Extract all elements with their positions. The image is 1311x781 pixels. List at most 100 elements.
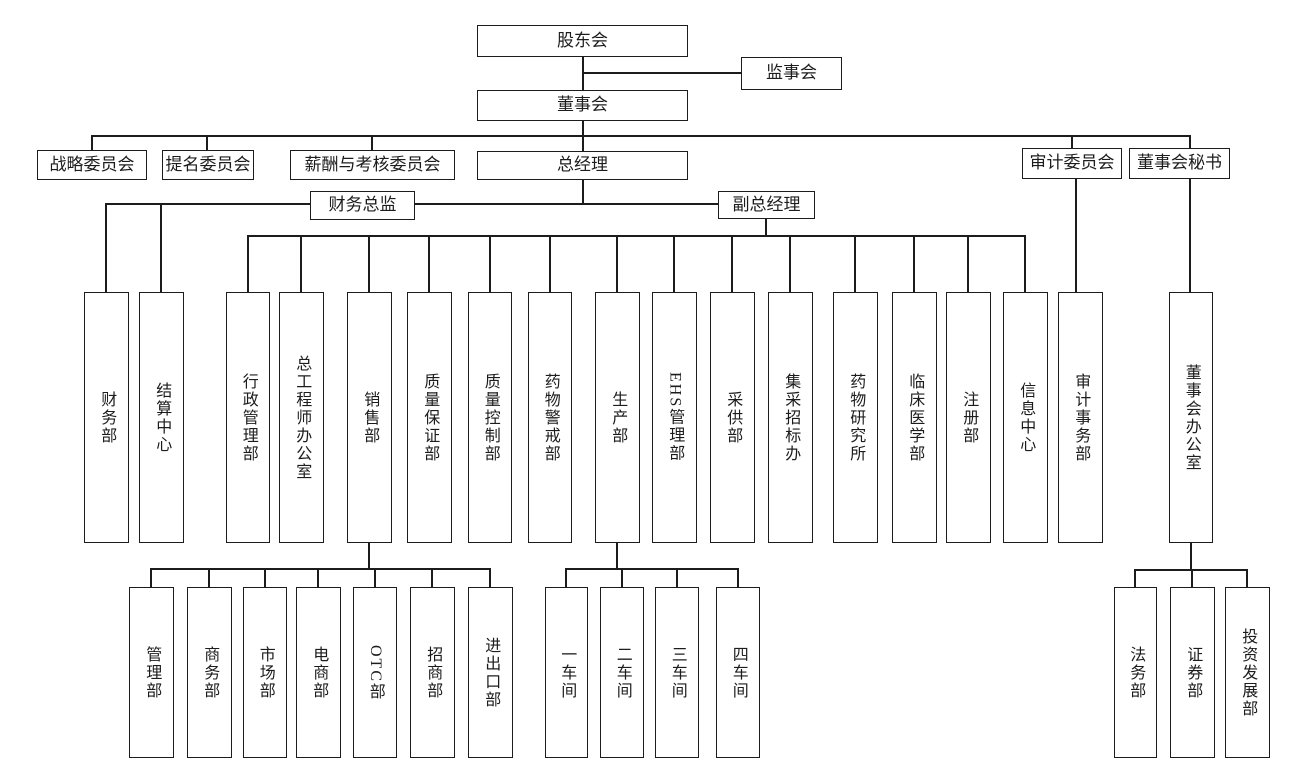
connector xyxy=(731,235,733,292)
org-node-label: 药物警戒部 xyxy=(541,372,559,463)
connector xyxy=(621,568,623,587)
connector xyxy=(583,72,741,74)
org-node-label: 总工程师办公室 xyxy=(293,354,311,481)
org-node-commerce-dept: 商务部 xyxy=(187,587,232,758)
org-node-label: 集采招标办 xyxy=(782,372,800,463)
connector xyxy=(247,235,249,292)
connector xyxy=(549,235,551,292)
org-node-production-dept: 生产部 xyxy=(595,292,640,543)
org-node-label: 临床医学部 xyxy=(906,372,924,463)
connector xyxy=(92,135,1190,137)
org-node-label: 财务总监 xyxy=(328,195,397,215)
org-node-label: 一车间 xyxy=(558,645,576,700)
org-node-label: 监事会 xyxy=(766,63,817,83)
org-node-label: 董事会办公室 xyxy=(1182,363,1200,472)
connector xyxy=(1189,178,1191,292)
org-node-information-center: 信息中心 xyxy=(1003,292,1048,543)
connector xyxy=(431,568,433,587)
org-node-workshop-1: 一车间 xyxy=(545,587,588,758)
connector xyxy=(737,568,739,587)
org-node-shareholders: 股东会 xyxy=(477,25,688,57)
org-node-qc-dept: 质量控制部 xyxy=(468,292,512,543)
org-node-label: 采供部 xyxy=(724,390,742,445)
org-node-label: 财务部 xyxy=(98,390,116,445)
connector xyxy=(967,235,969,292)
org-node-deputy-gm: 副总经理 xyxy=(718,191,815,219)
org-node-label: 审计委员会 xyxy=(1029,153,1115,173)
org-node-sales-dept: 销售部 xyxy=(347,292,392,543)
org-node-label: 战略委员会 xyxy=(49,154,135,174)
connector xyxy=(566,568,738,570)
org-node-workshop-2: 二车间 xyxy=(600,587,644,758)
org-node-label: OTC部 xyxy=(366,644,384,701)
connector xyxy=(616,235,618,292)
org-node-legal-dept: 法务部 xyxy=(1114,587,1157,758)
org-node-label: 注册部 xyxy=(960,390,978,445)
org-node-label: 商务部 xyxy=(201,645,219,700)
org-node-settlement-center: 结算中心 xyxy=(139,292,184,543)
connector xyxy=(489,568,491,587)
org-node-label: 三车间 xyxy=(668,645,686,700)
org-node-label: 结算中心 xyxy=(153,381,171,454)
org-node-workshop-3: 三车间 xyxy=(655,587,699,758)
connector xyxy=(765,219,767,236)
connector xyxy=(673,235,675,292)
org-node-label: 股东会 xyxy=(557,30,608,50)
connector xyxy=(582,180,584,204)
connector xyxy=(616,543,618,569)
org-node-investment-attraction-dept: 招商部 xyxy=(410,587,455,758)
org-node-label: 副总经理 xyxy=(732,194,801,214)
org-node-label: 薪酬与考核委员会 xyxy=(304,154,441,174)
org-node-registration-dept: 注册部 xyxy=(946,292,991,543)
connector xyxy=(248,235,1026,237)
connector xyxy=(206,135,208,150)
connector xyxy=(300,235,302,292)
org-node-investment-development-dept: 投资发展部 xyxy=(1225,587,1270,758)
org-node-label: 信息中心 xyxy=(1017,381,1035,454)
org-node-strategy-committee: 战略委员会 xyxy=(37,150,147,180)
connector xyxy=(1134,569,1136,587)
org-node-bidding-office: 集采招标办 xyxy=(768,292,813,543)
org-node-label: 电商部 xyxy=(310,645,328,700)
org-node-label: 生产部 xyxy=(609,390,627,445)
org-node-label: 质量保证部 xyxy=(421,372,439,463)
org-node-label: 管理部 xyxy=(143,645,161,700)
org-node-label: 招商部 xyxy=(424,645,442,700)
connector xyxy=(317,568,319,587)
org-node-label: 销售部 xyxy=(361,390,379,445)
connector xyxy=(428,235,430,292)
connector xyxy=(208,568,210,587)
org-node-label: 市场部 xyxy=(256,645,274,700)
org-node-label: 行政管理部 xyxy=(239,372,257,463)
org-node-label: 董事会秘书 xyxy=(1137,153,1222,173)
org-node-ecommerce-dept: 电商部 xyxy=(296,587,341,758)
org-node-label: 董事会 xyxy=(557,95,608,115)
org-node-label: 二车间 xyxy=(613,645,631,700)
org-node-label: 投资发展部 xyxy=(1239,627,1257,718)
connector xyxy=(1189,135,1191,148)
org-node-board-office: 董事会办公室 xyxy=(1169,292,1213,543)
org-node-workshop-4: 四车间 xyxy=(716,587,760,758)
connector xyxy=(913,235,915,292)
connector xyxy=(91,135,93,150)
org-node-marketing-dept: 市场部 xyxy=(243,587,287,758)
org-node-pharmacovigilance-dept: 药物警戒部 xyxy=(528,292,572,543)
org-node-label: 总经理 xyxy=(557,155,608,175)
connector xyxy=(1246,569,1248,587)
org-node-chief-engineer-office: 总工程师办公室 xyxy=(279,292,324,543)
org-node-label: 提名委员会 xyxy=(165,154,251,174)
org-node-general-manager: 总经理 xyxy=(477,151,688,180)
org-node-label: 证券部 xyxy=(1184,645,1202,700)
connector xyxy=(565,568,567,587)
connector xyxy=(854,235,856,292)
org-node-admin-dept: 行政管理部 xyxy=(226,292,270,543)
org-node-label: 四车间 xyxy=(729,645,747,700)
connector xyxy=(789,235,791,292)
org-node-label: 质量控制部 xyxy=(481,372,499,463)
org-node-qa-dept: 质量保证部 xyxy=(407,292,452,543)
connector xyxy=(160,203,162,292)
org-node-finance-dept: 财务部 xyxy=(84,292,129,543)
org-node-label: 药物研究所 xyxy=(847,372,865,463)
org-node-remuneration-committee: 薪酬与考核委员会 xyxy=(290,150,455,180)
